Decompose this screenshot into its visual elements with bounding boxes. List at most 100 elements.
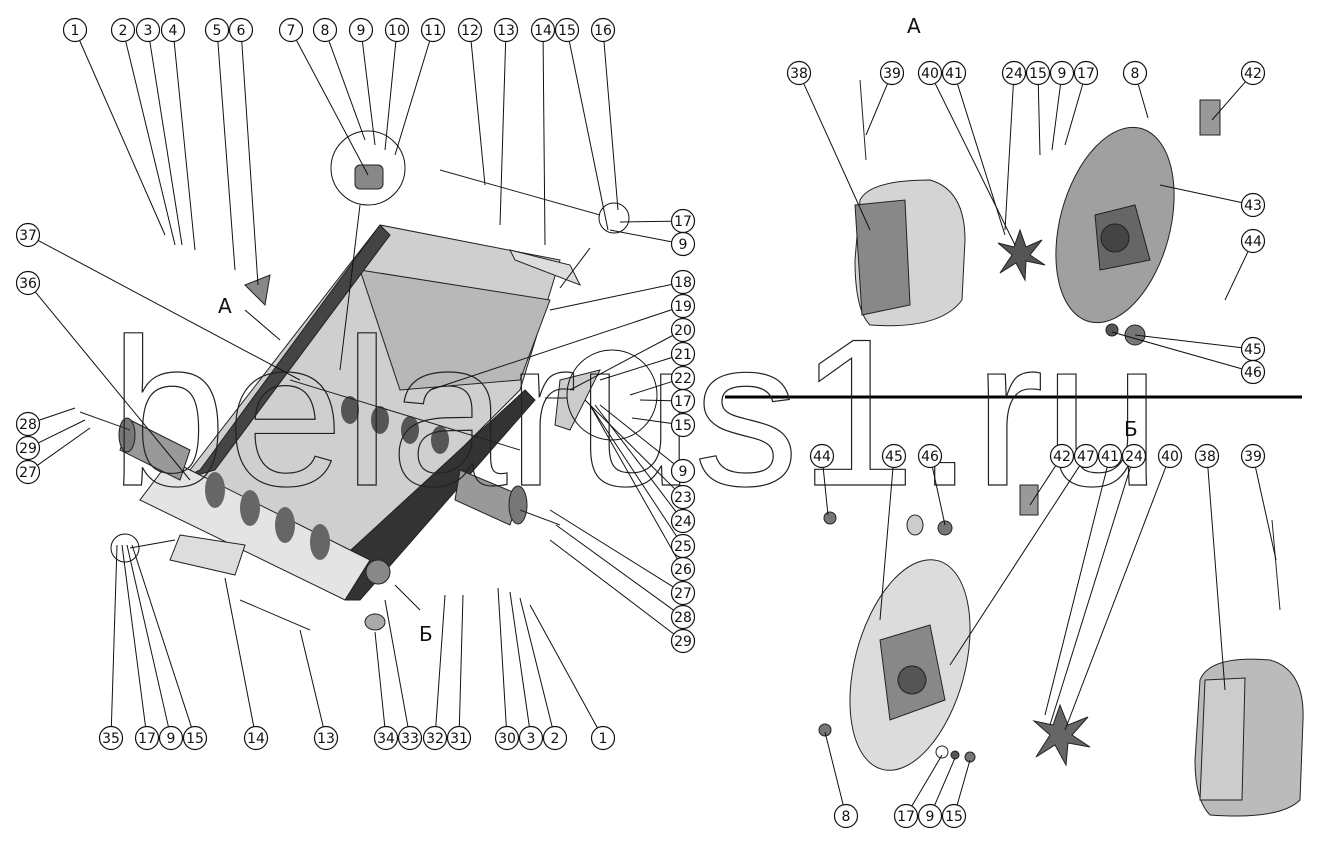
callout-number: 9: [926, 809, 935, 825]
part-callout: 29: [670, 628, 696, 654]
callout-circle: [518, 725, 544, 751]
callout-number: 5: [213, 23, 222, 39]
callout-number: 12: [461, 23, 479, 39]
callout-number: 15: [945, 809, 963, 825]
leader-lines: [35, 40, 1277, 806]
part-callout: 31: [446, 725, 472, 751]
callout-number: 26: [674, 562, 692, 578]
callout-number: 17: [897, 809, 915, 825]
callout-number: 18: [674, 275, 692, 291]
callout-circle: [590, 17, 616, 43]
part-callout: 9: [917, 803, 943, 829]
leader-line: [1134, 334, 1242, 349]
callout-number: 36: [19, 276, 37, 292]
callout-circle: [278, 17, 304, 43]
leader-line: [217, 41, 236, 271]
callout-circle: [1122, 60, 1148, 86]
leader-line: [956, 759, 971, 805]
leader-line: [1224, 251, 1249, 301]
part-callout: 23: [670, 484, 696, 510]
callout-circle: [670, 628, 696, 654]
callout-number: 9: [679, 237, 688, 253]
part-callout: 40: [1157, 443, 1183, 469]
callout-circle: [530, 17, 556, 43]
callout-circle: [917, 60, 943, 86]
part-callout: 44: [809, 443, 835, 469]
hopper-side-frame: [179, 224, 391, 481]
part-callout: 15: [182, 725, 208, 751]
leader-line: [470, 41, 486, 186]
part-callout: 45: [881, 443, 907, 469]
leader-line: [529, 604, 598, 728]
leader-line: [125, 41, 176, 246]
leader-line: [38, 240, 301, 381]
hopper-inner-wall: [359, 269, 551, 391]
part-callout: 9: [670, 231, 696, 257]
callout-number: 46: [1244, 365, 1262, 381]
leader-line: [865, 83, 888, 136]
part-callout: 33: [397, 725, 423, 751]
callout-circle: [833, 803, 859, 829]
part-callout: 17: [893, 803, 919, 829]
callout-circle: [160, 17, 186, 43]
callout-circle: [373, 725, 399, 751]
leader-line: [1037, 84, 1041, 156]
callout-circle: [493, 17, 519, 43]
part-callout: 3: [518, 725, 544, 751]
callout-circle: [670, 412, 696, 438]
callout-circle: [1157, 443, 1183, 469]
leader-line: [1137, 84, 1149, 119]
leader-line: [568, 41, 609, 231]
callout-circle: [243, 725, 269, 751]
callout-number: 16: [594, 23, 612, 39]
part-callout: 13: [493, 17, 519, 43]
callout-number: 1: [599, 731, 608, 747]
callout-circle: [15, 270, 41, 296]
leader-line: [631, 417, 672, 424]
callout-circle: [941, 60, 967, 86]
callout-circle: [670, 293, 696, 319]
part-callout: 27: [15, 459, 41, 485]
leader-line: [224, 577, 255, 727]
callout-number: 44: [1244, 234, 1262, 250]
leader-line: [549, 283, 672, 311]
callout-number: 45: [885, 449, 903, 465]
callout-number: 39: [1244, 449, 1262, 465]
callout-circle: [1240, 192, 1266, 218]
callout-number: 31: [450, 731, 468, 747]
leader-line: [296, 40, 369, 176]
part-callout: 37: [15, 222, 41, 248]
part-callout: 7: [278, 17, 304, 43]
watermark-logo: belarus1.ru: [110, 295, 1161, 530]
callout-number: 9: [357, 23, 366, 39]
callout-number: 21: [674, 347, 692, 363]
leader-line: [599, 357, 672, 381]
callout-number: 6: [237, 23, 246, 39]
leader-line: [555, 524, 674, 611]
callout-circle: [670, 556, 696, 582]
part-callout: 1: [590, 725, 616, 751]
leader-line: [542, 41, 546, 246]
part-callout: 15: [554, 17, 580, 43]
view-b-arrow-label: Б: [419, 622, 433, 646]
callout-circle: [15, 222, 41, 248]
part-callout: 34: [373, 725, 399, 751]
callout-circle: [941, 803, 967, 829]
part-callout: 2: [542, 725, 568, 751]
part-callout: 42: [1240, 60, 1266, 86]
leader-line: [932, 467, 946, 526]
part-callout: 17: [1073, 60, 1099, 86]
callout-number: 2: [551, 731, 560, 747]
leader-line: [79, 40, 166, 236]
callout-number: 34: [377, 731, 395, 747]
leader-line: [384, 41, 397, 151]
leader-line: [509, 591, 530, 727]
leader-line: [519, 597, 553, 727]
leader-line: [38, 419, 86, 444]
part-callout: 6: [228, 17, 254, 43]
leader-line: [126, 544, 169, 727]
part-callout: 38: [786, 60, 812, 86]
part-callout: 15: [670, 412, 696, 438]
part-callout: 24: [1001, 60, 1027, 86]
part-callout: 46: [917, 443, 943, 469]
